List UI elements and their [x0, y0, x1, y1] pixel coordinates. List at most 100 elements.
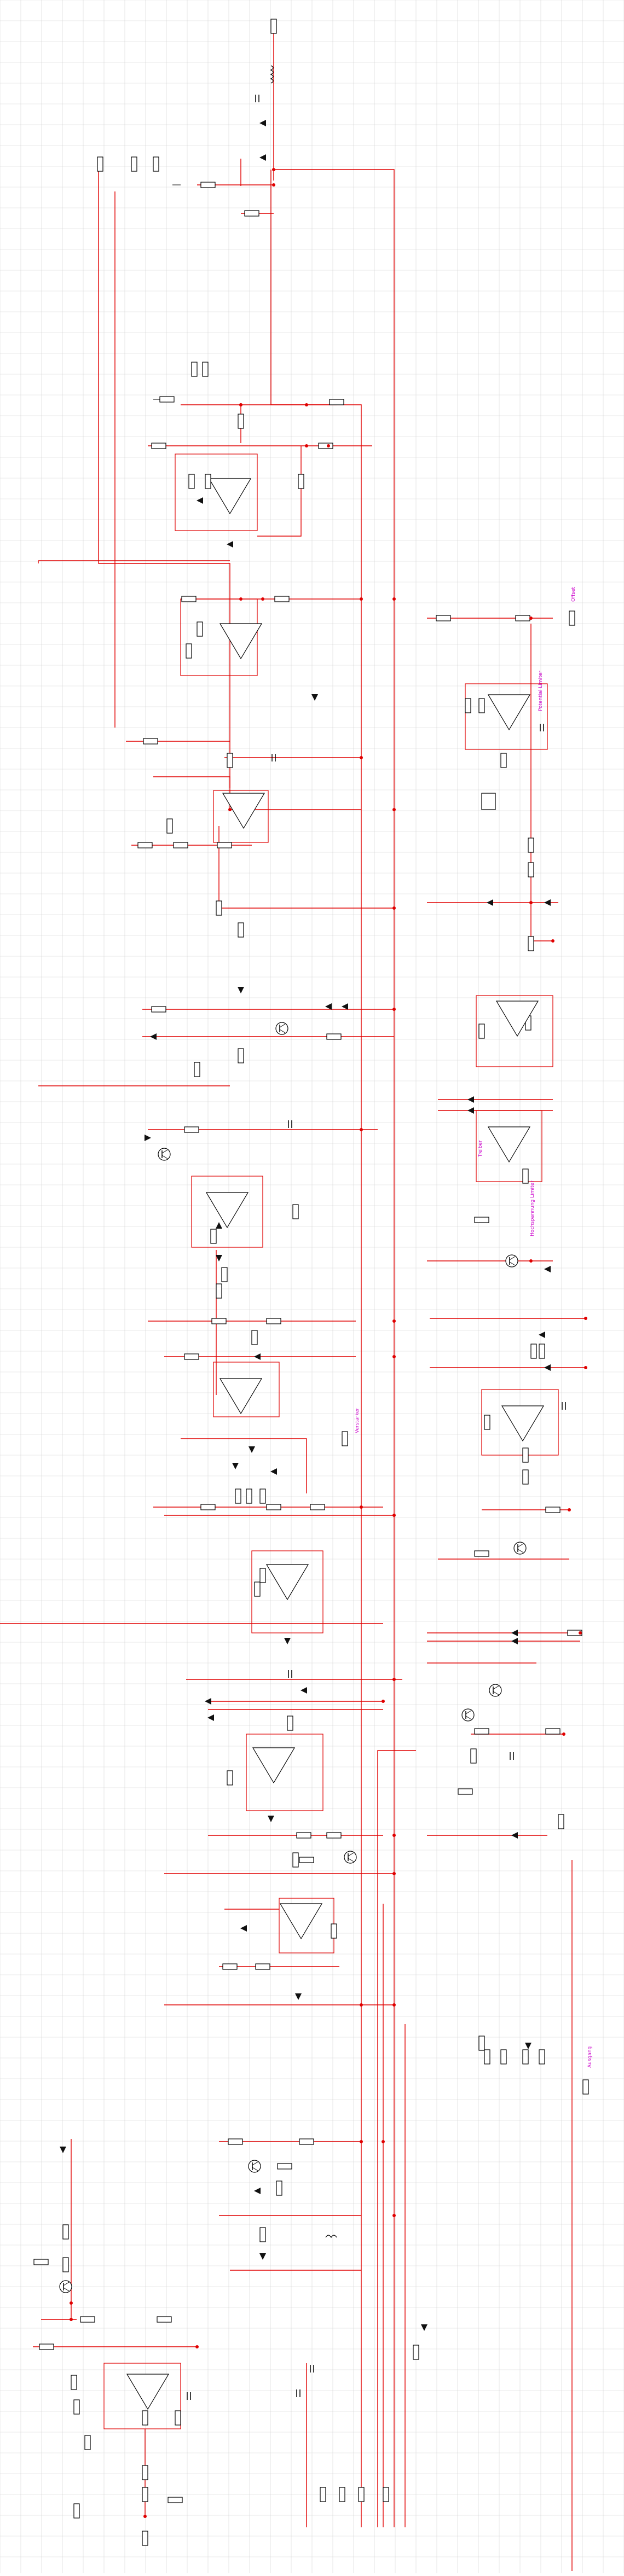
junction-dot — [392, 1872, 396, 1875]
resistor-symbol — [62, 2257, 69, 2272]
resistor-symbol — [484, 2049, 490, 2065]
resistor-symbol — [39, 2344, 54, 2350]
junction-dot — [360, 597, 363, 601]
resistor-symbol — [274, 596, 290, 602]
junction-dot — [382, 1700, 385, 1703]
resistor-symbol — [558, 1814, 564, 1829]
junction-dot — [392, 1834, 396, 1837]
resistor-symbol — [484, 1415, 490, 1430]
resistor-symbol — [238, 922, 244, 938]
transformer-symbol — [481, 793, 496, 810]
opamp-symbol — [265, 1564, 309, 1601]
diode-symbol — [301, 1687, 307, 1694]
resistor-symbol — [331, 1923, 337, 1939]
diode-symbol — [227, 541, 233, 548]
junction-dot — [305, 403, 308, 406]
opamp-symbol — [222, 793, 265, 829]
feedback-loop — [180, 598, 258, 676]
resistor-symbol — [175, 2410, 181, 2426]
resistor-symbol — [228, 2138, 243, 2145]
diode-symbol — [544, 1266, 551, 1272]
junction-dot — [529, 617, 533, 620]
resistor-symbol — [191, 362, 198, 377]
resistor-symbol — [222, 1963, 238, 1970]
transistor-symbol — [59, 2280, 72, 2293]
resistor-symbol — [266, 1504, 281, 1510]
resistor-symbol — [500, 753, 507, 768]
resistor-symbol — [326, 1832, 342, 1839]
driver-note: Treiber — [478, 1140, 483, 1158]
diode-symbol — [254, 1353, 261, 1360]
resistor-symbol — [184, 1353, 199, 1360]
resistor-symbol — [235, 1488, 241, 1504]
junction-dot — [195, 2345, 199, 2348]
resistor-symbol — [259, 1488, 266, 1504]
resistor-symbol — [200, 182, 216, 188]
resistor-symbol — [244, 210, 259, 217]
wire — [377, 1750, 416, 2527]
diode-symbol — [487, 899, 493, 906]
transistor-lead — [517, 1549, 524, 1553]
opamp-symbol — [219, 623, 263, 660]
diode-symbol — [544, 1364, 551, 1371]
diode-symbol — [311, 694, 318, 701]
diode-symbol — [525, 2043, 531, 2049]
diode-symbol — [145, 1135, 151, 1141]
resistor-symbol — [137, 842, 153, 848]
feedback-loop — [476, 1110, 542, 1182]
resistor-symbol — [217, 842, 232, 848]
resistor-symbol — [528, 862, 534, 877]
junction-dot — [392, 1319, 396, 1323]
diode-symbol — [511, 1832, 518, 1839]
resistor-symbol — [216, 900, 222, 916]
resistor-symbol — [474, 1728, 489, 1735]
junction-dot — [261, 597, 264, 601]
feedback-loop — [481, 1389, 559, 1456]
feedback-loop — [465, 683, 548, 750]
transistor-lead — [465, 1716, 472, 1720]
resistor-symbol — [522, 1447, 529, 1463]
resistor-symbol — [287, 1716, 293, 1731]
resistor-symbol — [530, 1344, 537, 1359]
junction-dot — [551, 939, 554, 943]
opamp-symbol — [487, 1126, 531, 1163]
diode-symbol — [511, 1638, 518, 1644]
junction-dot — [327, 444, 330, 447]
diode-symbol — [270, 1468, 277, 1475]
junction-dot — [529, 1259, 533, 1263]
resistor-symbol — [205, 474, 211, 489]
transistor-lead — [161, 1149, 168, 1154]
junction-dot — [272, 168, 275, 171]
junction-dots — [70, 168, 587, 2518]
opamp-symbol — [219, 1378, 263, 1415]
resistor-symbol — [413, 2345, 419, 2360]
resistor-symbol — [221, 1267, 228, 1282]
junction-dot — [584, 1317, 587, 1320]
resistor-symbol — [259, 1568, 266, 1583]
opamp-symbol — [252, 1747, 296, 1784]
resistor-symbol — [84, 2435, 91, 2450]
diode-symbol — [295, 1993, 302, 2000]
junction-dot — [579, 1631, 582, 1635]
diode-symbol — [216, 1255, 222, 1261]
resistor-symbol — [210, 1229, 217, 1244]
resistor-symbol — [80, 2316, 95, 2323]
diode-symbol — [150, 1033, 157, 1040]
resistor-symbol — [184, 1126, 199, 1133]
diode-symbol — [467, 1107, 474, 1114]
resistor-symbol — [186, 643, 192, 659]
resistor-symbol — [188, 474, 195, 489]
transistor-lead — [517, 1543, 524, 1548]
wire-network — [0, 22, 586, 2571]
junction-dot — [70, 2318, 73, 2321]
feedback-loop — [213, 790, 269, 843]
resistor-symbol — [246, 1488, 252, 1504]
transistor-lead — [348, 1858, 354, 1862]
resistor-symbol — [522, 1469, 529, 1485]
wire — [270, 170, 362, 2527]
diode-symbol — [60, 2147, 66, 2153]
transistor-lead — [63, 2282, 70, 2286]
inductor-symbol — [325, 2235, 337, 2238]
resistor-symbol — [478, 2036, 485, 2051]
resistor-symbol — [545, 1728, 561, 1735]
